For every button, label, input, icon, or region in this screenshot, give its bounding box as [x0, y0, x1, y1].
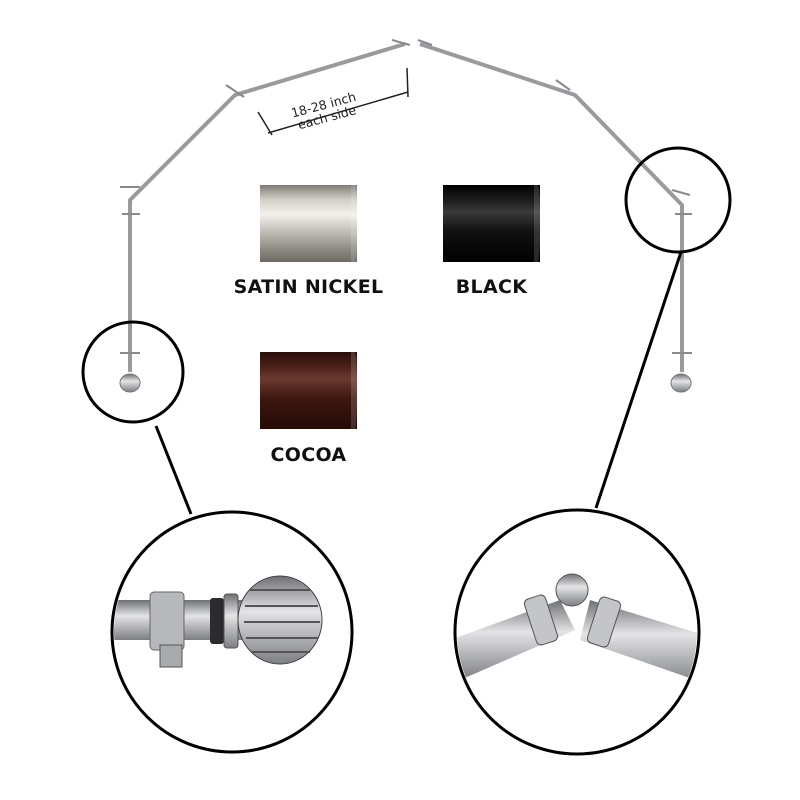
elbow-detail — [457, 573, 697, 685]
left-finial — [119, 373, 141, 393]
label-cocoa: COCOA — [270, 444, 347, 466]
callout-lines — [81, 146, 732, 515]
right-finial — [670, 373, 692, 393]
finial-detail — [114, 575, 323, 668]
swatch-cocoa — [260, 352, 357, 429]
dimension-marker — [257, 67, 409, 136]
label-satin-nickel: SATIN NICKEL — [233, 276, 384, 298]
brackets — [120, 39, 692, 354]
swatch-black — [443, 185, 540, 262]
bay-window-rod — [128, 42, 684, 372]
detail-circles — [110, 508, 701, 756]
swatch-satin-nickel — [260, 185, 357, 262]
label-black: BLACK — [455, 276, 528, 298]
